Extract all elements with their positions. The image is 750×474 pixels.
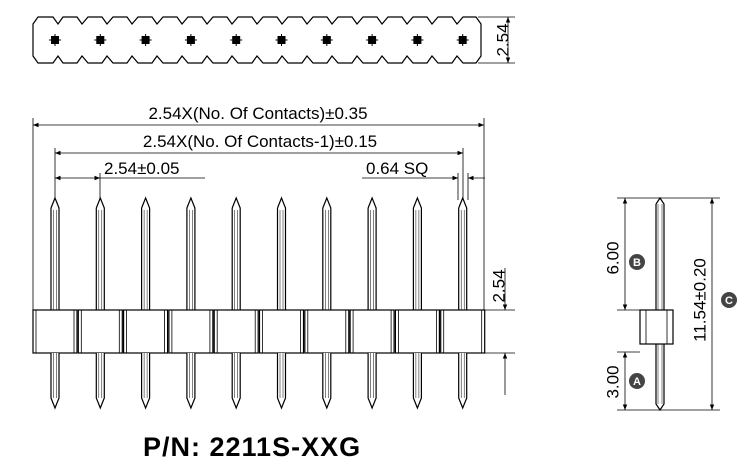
- contact-pin: [276, 196, 287, 410]
- contact-pin: [322, 196, 332, 410]
- contact-pin: [367, 196, 377, 410]
- callout-c: C: [721, 292, 737, 308]
- svg-text:A: A: [633, 376, 641, 388]
- top-view-outline: [32, 16, 482, 64]
- insulator-block: [394, 309, 440, 354]
- contact-pin: [50, 196, 60, 410]
- dim-insulator-height: 2.54: [489, 269, 508, 302]
- contact-pin: [231, 196, 241, 410]
- insulator-block: [213, 309, 259, 354]
- top-pin-marker: [320, 34, 333, 46]
- side-view: [617, 196, 720, 412]
- part-number: P/N: 2211S-XXG: [143, 432, 362, 462]
- insulator-block: [168, 309, 214, 354]
- dim-end-pin-span: 2.54X(No. Of Contacts-1)±0.15: [143, 132, 377, 151]
- insulator-block: [258, 309, 305, 354]
- front-view: [32, 118, 515, 410]
- contact-pin: [458, 196, 468, 410]
- dim-pin-size: 0.64 SQ: [366, 159, 428, 178]
- dim-pitch: 2.54±0.05: [104, 159, 180, 178]
- top-view: [32, 16, 515, 64]
- svg-text:B: B: [633, 257, 641, 269]
- contact-pin: [186, 196, 196, 410]
- insulator-block: [77, 309, 123, 354]
- insulator-block: [440, 309, 486, 354]
- callout-a: A: [629, 373, 645, 389]
- contact-pin: [412, 196, 422, 410]
- top-pin-marker: [456, 34, 469, 46]
- dim-lower-pin-length: 3.00: [603, 365, 622, 398]
- insulator-block: [32, 309, 78, 354]
- insulator-block: [349, 309, 395, 354]
- dim-overall-length: 2.54X(No. Of Contacts)±0.35: [148, 104, 367, 123]
- top-pin-marker: [94, 34, 107, 46]
- svg-text:C: C: [725, 295, 733, 307]
- top-pin-marker: [230, 34, 243, 46]
- dim-total-pin-length: 11.54±0.20: [690, 258, 709, 342]
- top-pin-marker: [49, 34, 61, 46]
- contact-pin: [141, 196, 151, 410]
- contact-pin: [95, 196, 105, 410]
- top-pin-marker: [275, 34, 288, 46]
- insulator-block: [122, 309, 169, 354]
- dim-upper-pin-length: 6.00: [603, 241, 622, 274]
- top-pin-marker: [366, 34, 379, 46]
- dim-top-pitch: 2.54: [493, 23, 512, 56]
- top-pin-marker: [411, 34, 424, 46]
- insulator-block: [304, 309, 350, 354]
- top-pin-marker: [139, 34, 152, 46]
- top-pin-marker: [184, 34, 197, 46]
- callout-b: B: [629, 254, 645, 270]
